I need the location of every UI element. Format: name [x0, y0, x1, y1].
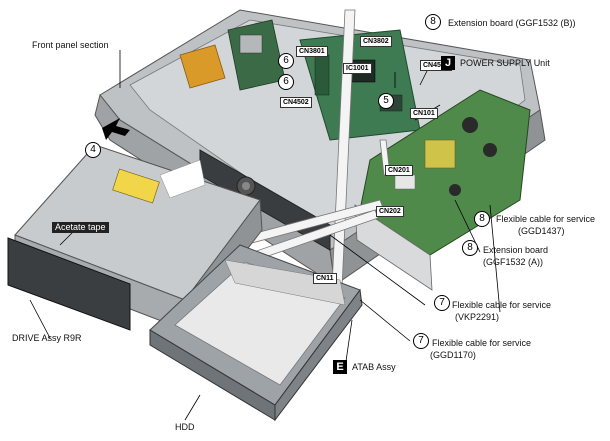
connector-cn201: CN201 [385, 165, 413, 176]
label-flex-cable-3-part: (GGD1170) [430, 350, 476, 360]
label-power-supply: POWER SUPPLY Unit [460, 58, 550, 68]
connector-cn202: CN202 [376, 206, 404, 217]
step-marker-8a: 8 [425, 14, 441, 30]
step-marker-7b: 7 [413, 333, 429, 349]
label-extension-board-a-part: (GGF1532 (A)) [483, 257, 544, 267]
label-front-panel: Front panel section [32, 40, 109, 50]
label-acetate-tape: Acetate tape [52, 222, 109, 233]
label-atab-assy: ATAB Assy [352, 362, 396, 372]
connector-cn101: CN101 [410, 108, 438, 119]
letter-marker-j: J [441, 56, 455, 70]
step-marker-6a: 6 [278, 53, 294, 69]
step-marker-8b: 8 [474, 211, 490, 227]
label-extension-board-b: Extension board (GGF1532 (B)) [448, 18, 576, 28]
main-board [227, 19, 421, 141]
label-drive-assy: DRIVE Assy R9R [12, 333, 82, 343]
connector-ic1001: IC1001 [343, 63, 372, 74]
label-extension-board-a: Extension board [483, 245, 549, 255]
step-marker-8c: 8 [462, 240, 478, 256]
arrow-step-4 [102, 118, 130, 140]
letter-marker-e: E [333, 360, 347, 374]
step-marker-7a: 7 [434, 295, 450, 311]
hard-disk-drive [149, 244, 363, 422]
orange-flex-cable [179, 44, 226, 89]
label-flex-cable-2: Flexible cable for service [452, 300, 552, 310]
label-flex-cable-1-part: (GGD1437) [518, 226, 565, 236]
connector-cn4502: CN4502 [280, 97, 312, 108]
label-flex-cable-2-part: (VKP2291) [455, 312, 500, 322]
connector-cn3802: CN3802 [360, 36, 392, 47]
label-hdd: HDD [175, 422, 195, 432]
step-marker-6b: 6 [278, 74, 294, 90]
flexible-cables [229, 9, 391, 331]
connector-cn3801: CN3801 [296, 46, 328, 57]
label-flex-cable-1: Flexible cable for service [496, 214, 596, 224]
step-marker-5: 5 [378, 93, 394, 109]
step-marker-4: 4 [85, 142, 101, 158]
label-flex-cable-3: Flexible cable for service [432, 338, 532, 348]
connector-cn11: CN11 [313, 273, 337, 284]
